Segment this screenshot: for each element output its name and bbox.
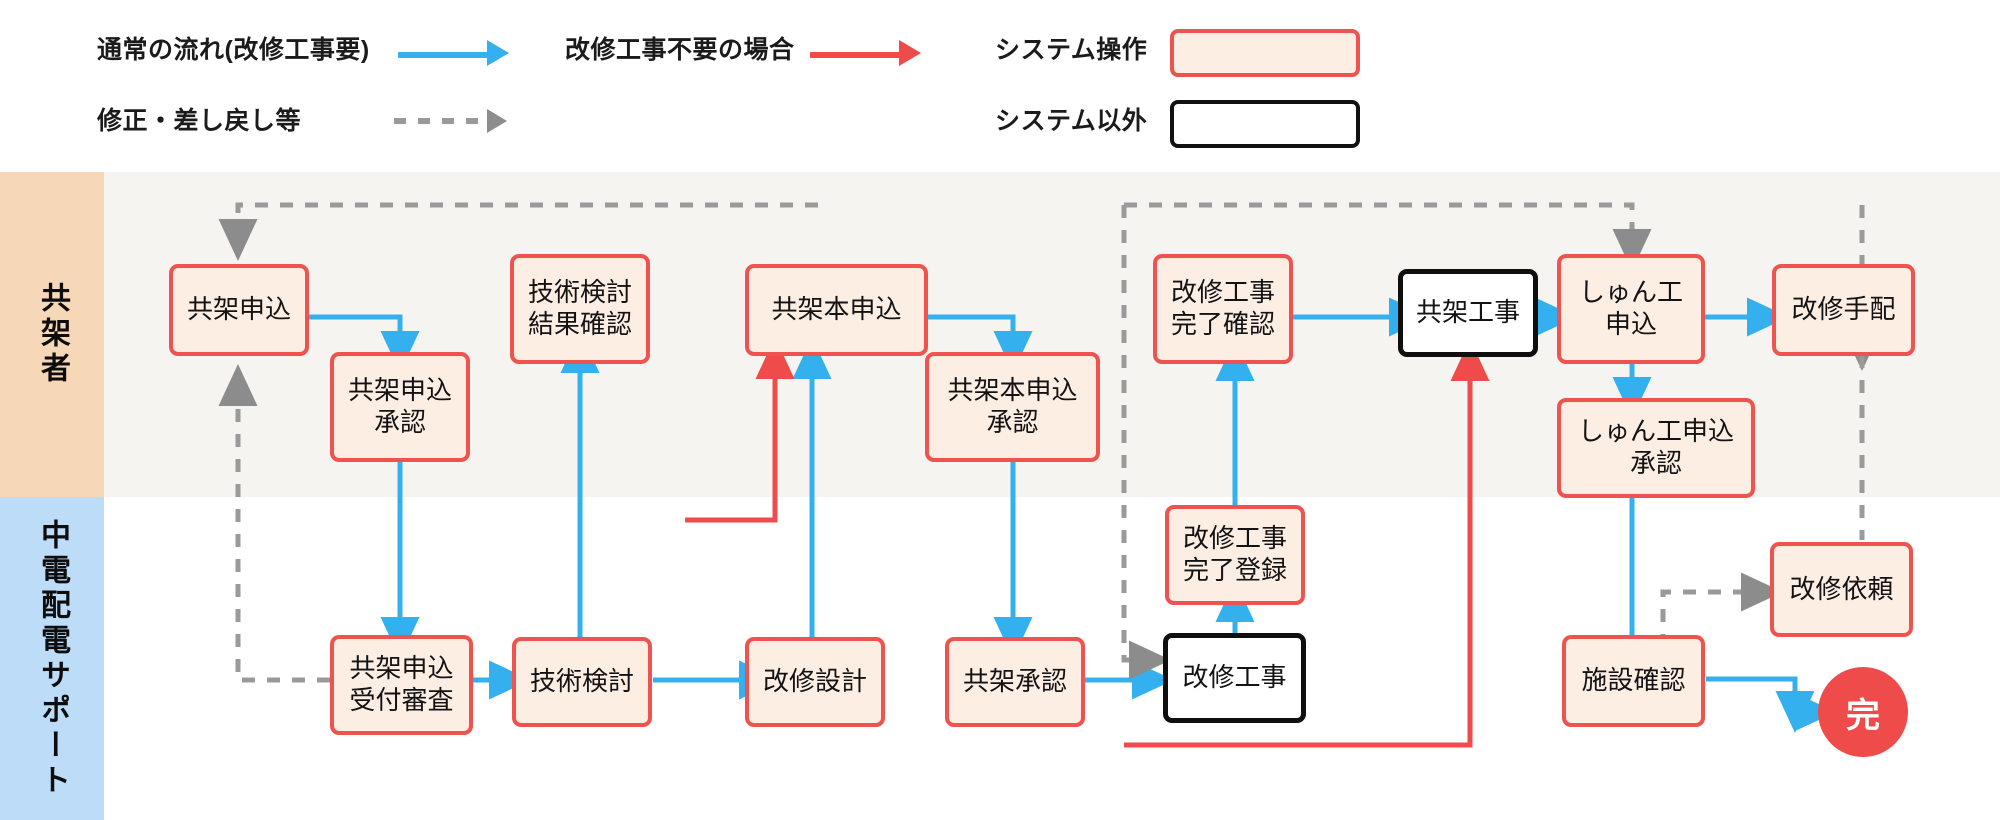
legend-label-no-renovation: 改修工事不要の場合 [565, 36, 795, 64]
legend: 通常の流れ(改修工事要) 改修工事不要の場合 システム操作 修正・差し戻し等 シ… [0, 0, 2000, 172]
legend-label-normal-flow: 通常の流れ(改修工事要) [97, 36, 370, 64]
node-kaishu-kouji-kanryou-kakunin[interactable]: 改修工事 完了確認 [1153, 254, 1293, 364]
node-kan-terminator[interactable]: 完 [1818, 667, 1908, 757]
swimlane-kyoukasha-label: 共架者 [36, 282, 69, 387]
swimlane-chuden-header: 中電配電サポート [0, 497, 104, 820]
legend-system-box-swatch [1170, 29, 1360, 77]
node-kaishu-kouji-kanryou-touroku[interactable]: 改修工事 完了登録 [1165, 505, 1305, 605]
node-kyouka-kouji[interactable]: 共架工事 [1398, 269, 1538, 357]
swimlane-chuden-label: 中電配電サポート [36, 518, 69, 799]
node-shunkou-moushikomi-shounin[interactable]: しゅん工申込 承認 [1557, 398, 1755, 498]
node-kyouka-hon-moushikomi-shounin[interactable]: 共架本申込 承認 [925, 352, 1100, 462]
legend-label-system-operation: システム操作 [995, 36, 1148, 64]
node-gijutsu-kentou-kekka-kakunin[interactable]: 技術検討 結果確認 [510, 254, 650, 364]
node-kyouka-moushikomi-uketsuke-shinsa[interactable]: 共架申込 受付審査 [330, 635, 473, 735]
swimlane-kyoukasha-header: 共架者 [0, 172, 104, 497]
legend-label-non-system: システム以外 [995, 107, 1148, 135]
legend-non-system-box-swatch [1170, 100, 1360, 148]
node-shunkou-moushikomi[interactable]: しゅん工 申込 [1557, 254, 1705, 364]
node-kyouka-moushikomi[interactable]: 共架申込 [169, 264, 309, 356]
legend-blue-arrow-head-icon [487, 40, 509, 66]
node-kaishu-kouji[interactable]: 改修工事 [1163, 633, 1306, 723]
node-kaishu-irai[interactable]: 改修依頼 [1770, 542, 1913, 637]
node-kyouka-hon-moushikomi[interactable]: 共架本申込 [745, 264, 928, 356]
legend-red-arrow-head-icon [899, 40, 921, 66]
node-kaishu-sekkei[interactable]: 改修設計 [745, 637, 885, 727]
node-shisetsu-kakunin[interactable]: 施設確認 [1562, 635, 1705, 727]
legend-label-rework: 修正・差し戻し等 [97, 107, 302, 135]
legend-dashed-arrow-line [394, 118, 486, 124]
legend-red-arrow-line [810, 52, 902, 58]
legend-gray-arrow-head-icon [487, 109, 507, 133]
node-kyouka-moushikomi-shounin[interactable]: 共架申込 承認 [330, 352, 470, 462]
node-gijutsu-kentou[interactable]: 技術検討 [512, 637, 652, 727]
legend-blue-arrow-line [398, 52, 490, 58]
node-kaishu-tehai[interactable]: 改修手配 [1772, 264, 1915, 356]
node-kyouka-shounin[interactable]: 共架承認 [945, 637, 1085, 727]
